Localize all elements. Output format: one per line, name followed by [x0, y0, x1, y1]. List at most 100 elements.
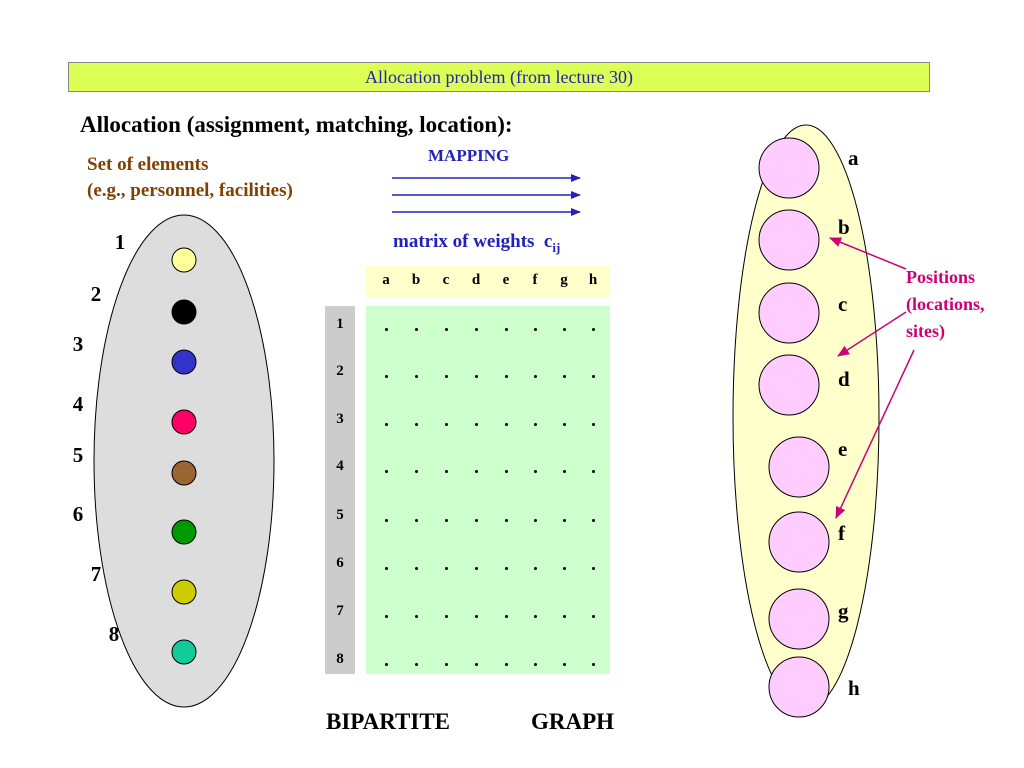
matrix-cell-7a — [385, 615, 388, 618]
positions-label-line3: sites) — [906, 321, 945, 341]
matrix-col-d: d — [471, 272, 481, 288]
matrix-cell-8d — [475, 663, 478, 666]
matrix-row-2: 2 — [336, 363, 344, 379]
matrix-cell-7e — [505, 615, 508, 618]
matrix-cell-5b — [415, 519, 418, 522]
graph-label: GRAPH — [531, 709, 615, 734]
matrix-cell-5a — [385, 519, 388, 522]
matrix-cell-6e — [505, 567, 508, 570]
element-dot-5 — [171, 460, 197, 486]
matrix-cell-4d — [475, 470, 478, 473]
element-number-6: 6 — [72, 502, 84, 526]
matrix-cell-4a — [385, 470, 388, 473]
matrix-cell-2h — [592, 375, 595, 378]
matrix-cell-6c — [445, 567, 448, 570]
matrix-cell-6b — [415, 567, 418, 570]
matrix-row-5: 5 — [336, 507, 344, 523]
matrix-cell-8b — [415, 663, 418, 666]
matrix-cell-8a — [385, 663, 388, 666]
element-dot-1 — [171, 247, 197, 273]
position-letter-c: c — [838, 292, 848, 316]
position-circle-c — [758, 282, 820, 344]
matrix-subscript: ij — [552, 239, 561, 255]
element-number-7: 7 — [90, 562, 102, 586]
matrix-cell-4h — [592, 470, 595, 473]
matrix-body — [366, 306, 610, 674]
positions-label: Positions (locations, sites) — [906, 264, 985, 345]
title-bar: Allocation problem (from lecture 30) — [68, 62, 930, 92]
matrix-cell-8f — [534, 663, 537, 666]
position-letter-e: e — [838, 437, 848, 461]
matrix-cell-2a — [385, 375, 388, 378]
matrix-cell-1e — [505, 328, 508, 331]
matrix-row-7: 7 — [336, 603, 344, 619]
matrix-row-1: 1 — [336, 316, 344, 332]
matrix-cell-5g — [563, 519, 566, 522]
position-letter-g: g — [838, 599, 849, 623]
matrix-cell-7c — [445, 615, 448, 618]
matrix-cell-5d — [475, 519, 478, 522]
matrix-col-c: c — [442, 272, 450, 288]
matrix-cell-1f — [534, 328, 537, 331]
slide-heading: Allocation (assignment, matching, locati… — [80, 112, 513, 137]
matrix-col-g: g — [560, 272, 568, 288]
matrix-cell-1c — [445, 328, 448, 331]
positions-arrow-d — [837, 311, 907, 357]
element-dot-4 — [171, 409, 197, 435]
position-circle-a — [758, 137, 820, 199]
bipartite-label: BIPARTITE — [326, 709, 451, 734]
matrix-cell-2b — [415, 375, 418, 378]
position-letter-a: a — [848, 146, 859, 170]
matrix-cell-2f — [534, 375, 537, 378]
position-circle-f — [768, 511, 830, 573]
matrix-cell-7d — [475, 615, 478, 618]
matrix-label: matrix of weights cij — [393, 231, 560, 256]
matrix-col-a: a — [382, 272, 390, 288]
positions-arrow-b — [829, 237, 907, 270]
element-number-3: 3 — [72, 332, 84, 356]
position-circle-d — [758, 354, 820, 416]
matrix-cell-3e — [505, 423, 508, 426]
position-circle-g — [768, 588, 830, 650]
element-dot-3 — [171, 349, 197, 375]
matrix-cell-6g — [563, 567, 566, 570]
position-letter-h: h — [848, 676, 860, 700]
element-number-8: 8 — [108, 622, 120, 646]
matrix-cell-4b — [415, 470, 418, 473]
matrix-cell-8g — [563, 663, 566, 666]
matrix-label-text: matrix of weights — [393, 231, 535, 252]
matrix-cell-4g — [563, 470, 566, 473]
matrix-col-h: h — [588, 272, 598, 288]
matrix-col-e: e — [502, 272, 510, 288]
matrix-cell-4f — [534, 470, 537, 473]
matrix-cell-1g — [563, 328, 566, 331]
matrix-cell-5c — [445, 519, 448, 522]
matrix-cell-3f — [534, 423, 537, 426]
matrix-row-6: 6 — [336, 555, 344, 571]
matrix-row-8: 8 — [336, 651, 344, 667]
element-dot-2 — [171, 299, 197, 325]
matrix-cell-7b — [415, 615, 418, 618]
matrix-cell-6a — [385, 567, 388, 570]
position-circle-h — [768, 656, 830, 718]
matrix-cell-1a — [385, 328, 388, 331]
matrix-row-3: 3 — [336, 411, 344, 427]
matrix-cell-4e — [505, 470, 508, 473]
matrix-cell-7f — [534, 615, 537, 618]
position-circles — [758, 137, 830, 718]
matrix-col-b: b — [411, 272, 421, 288]
element-number-2: 2 — [90, 282, 102, 306]
matrix-cell-6d — [475, 567, 478, 570]
matrix-cell-6f — [534, 567, 537, 570]
set-label-line2: (e.g., personnel, facilities) — [87, 180, 293, 201]
element-number-5: 5 — [72, 443, 84, 467]
element-dot-7 — [171, 579, 197, 605]
matrix-row-4: 4 — [336, 458, 344, 474]
element-number-4: 4 — [72, 392, 84, 416]
matrix-cell-4c — [445, 470, 448, 473]
matrix-cell-2g — [563, 375, 566, 378]
element-dots — [171, 247, 197, 665]
matrix-cell-1b — [415, 328, 418, 331]
